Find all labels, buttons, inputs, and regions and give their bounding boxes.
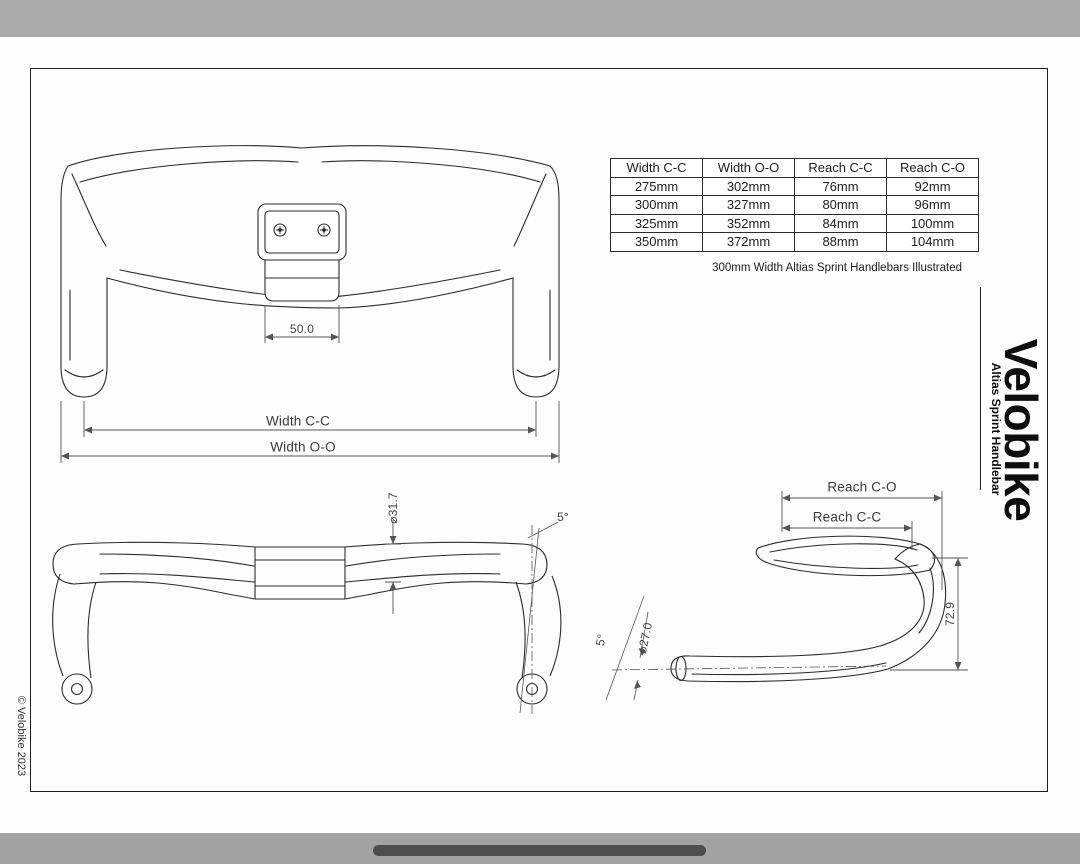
stem-clamp	[257, 203, 347, 302]
spec-cell: 327mm	[702, 195, 795, 215]
bar-diameter-dimension: ⌀31.7	[386, 492, 400, 524]
width-cc-dimension-label: Width C-C	[265, 413, 331, 429]
spec-cell: 325mm	[610, 213, 703, 233]
top-view-arrowheads	[389, 536, 397, 590]
spec-table-row: 325mm 352mm 84mm 100mm	[610, 213, 979, 233]
spec-cell: 352mm	[702, 213, 795, 233]
illustration-caption: 300mm Width Altias Sprint Handlebars Ill…	[712, 262, 962, 274]
width-oo-dimension-label: Width O-O	[270, 439, 336, 455]
product-title: Altias Sprint Handlebar	[989, 362, 1003, 496]
spec-cell: 372mm	[702, 232, 795, 252]
side-view-drawing	[605, 491, 968, 701]
spec-table-header: Width O-O	[702, 158, 795, 178]
spec-table-row: 350mm 372mm 88mm 104mm	[610, 232, 979, 252]
front-view-drawing	[60, 145, 560, 463]
side-view-arrowheads	[634, 494, 962, 689]
spec-cell: 300mm	[610, 195, 703, 215]
top-view-drawing	[52, 520, 562, 714]
spec-cell: 80mm	[794, 195, 887, 215]
spec-table-row: 275mm 302mm 76mm 92mm	[610, 176, 979, 196]
reach-co-dimension-label: Reach C-O	[827, 479, 897, 495]
front-view-arrowheads	[61, 333, 559, 460]
spec-cell: 96mm	[886, 195, 979, 215]
spec-table: Width C-C Width O-O Reach C-C Reach C-O …	[610, 158, 979, 252]
spec-table-row: 300mm 327mm 80mm 96mm	[610, 195, 979, 215]
spec-cell: 275mm	[610, 176, 703, 196]
top-view-drops	[52, 573, 562, 705]
side-view-profile	[670, 535, 947, 683]
spec-cell: 88mm	[794, 232, 887, 252]
spec-table-header: Reach C-O	[886, 158, 979, 178]
spec-cell: 76mm	[794, 176, 887, 196]
spec-table-header-row: Width C-C Width O-O Reach C-C Reach C-O	[610, 158, 979, 178]
spec-table-header: Width C-C	[610, 158, 703, 178]
bottom-chrome-bar	[0, 833, 1080, 864]
copyright-notice: © Velobike 2023	[15, 695, 27, 777]
reach-cc-dimension-label: Reach C-C	[812, 509, 882, 525]
spec-table-header: Reach C-C	[794, 158, 887, 178]
top-view-dimensions	[385, 520, 401, 614]
top-view-centerlines	[519, 521, 559, 714]
spec-cell: 84mm	[794, 213, 887, 233]
spec-cell: 104mm	[886, 232, 979, 252]
spec-cell: 350mm	[610, 232, 703, 252]
drawing-frame	[30, 68, 1048, 792]
title-block-divider	[980, 287, 981, 490]
clamp-width-dimension: 50.0	[289, 322, 315, 336]
flare-angle-dimension: 5°	[557, 510, 569, 524]
spec-cell: 302mm	[702, 176, 795, 196]
horizontal-scrollbar-thumb[interactable]	[373, 845, 706, 856]
side-view-dimensions	[781, 491, 968, 671]
drop-depth-dimension: 72.9	[943, 601, 957, 627]
spec-cell: 92mm	[886, 176, 979, 196]
top-view-bar	[52, 541, 548, 600]
front-view-outline	[60, 145, 560, 398]
spec-cell: 100mm	[886, 213, 979, 233]
front-view-dimensions	[60, 305, 560, 463]
